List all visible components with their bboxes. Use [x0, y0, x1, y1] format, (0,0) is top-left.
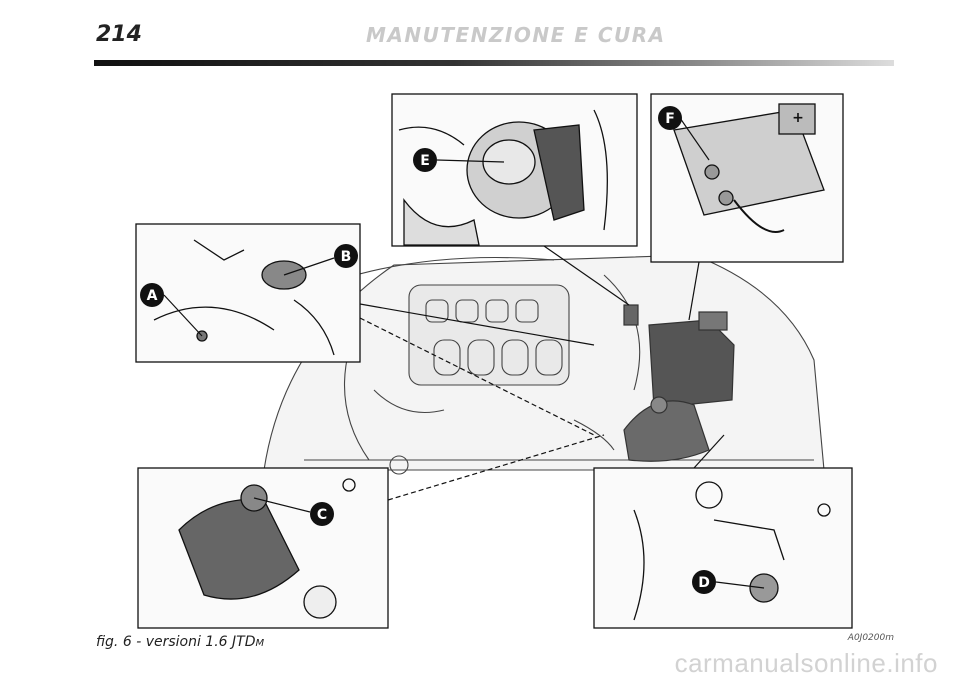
caption-sub: M [255, 638, 265, 649]
page-number: 214 [96, 22, 142, 47]
engine-bay-illustration: + A [135, 93, 853, 629]
battery-area [623, 304, 735, 462]
watermark: carmanualsonline.info [674, 648, 938, 678]
callout-d-label: D [698, 575, 710, 591]
header-rule [94, 60, 894, 66]
callout-e-label: E [420, 153, 430, 169]
section-title: MANUTENZIONE E CURA [366, 23, 666, 47]
figure-caption: fig. 6 - versioni 1.6 JTDM [96, 634, 264, 650]
callout-a: A [140, 283, 203, 337]
inset-brake-fluid [391, 93, 638, 247]
figure-code: A0J0200m [847, 633, 894, 643]
leader-lines [359, 245, 725, 501]
callout-a-label: A [147, 288, 158, 304]
callout-c: C [253, 497, 334, 526]
callout-e: E [413, 148, 505, 172]
callout-f-label: F [665, 111, 675, 127]
inset-washer-fluid [593, 467, 853, 629]
inset-coolant [137, 467, 389, 629]
svg-text:+: + [792, 110, 804, 126]
callout-c-label: C [317, 507, 327, 523]
callout-f: F [658, 106, 710, 161]
inset-oil [135, 223, 361, 363]
caption-main: fig. 6 - versioni 1.6 JTD [96, 634, 256, 650]
callout-b-label: B [341, 249, 352, 265]
callout-b: B [283, 244, 358, 276]
callout-d: D [692, 570, 765, 594]
